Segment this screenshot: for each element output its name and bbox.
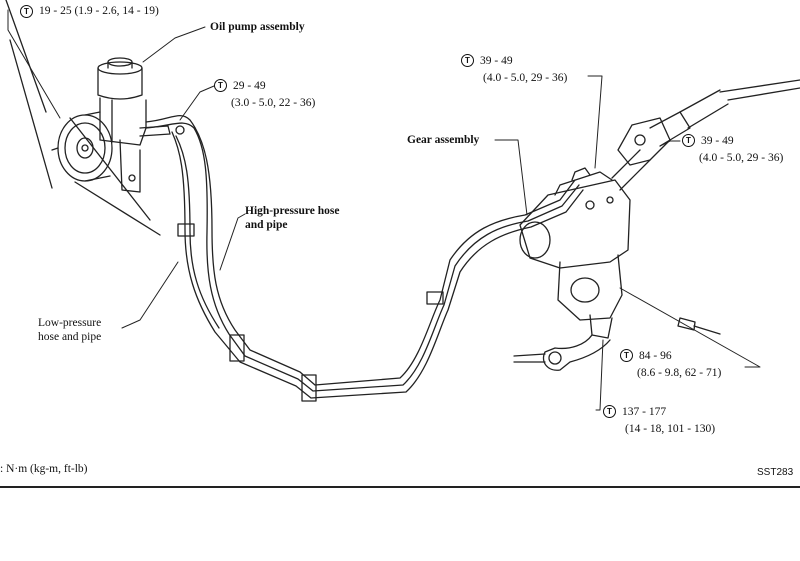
label-line: High-pressure hose xyxy=(245,205,340,217)
torque-steering-joint: T 39 - 49 (4.0 - 5.0, 29 - 36) xyxy=(682,133,783,165)
label-line: and pipe xyxy=(245,219,288,231)
oil-pump-assembly-label: Oil pump assembly xyxy=(210,21,305,33)
steering-column-shaft xyxy=(611,79,800,191)
torque-symbol-icon: T xyxy=(20,4,33,18)
oil-pump-assembly xyxy=(5,0,185,236)
high-pressure-hose-label: High-pressure hose and pipe xyxy=(245,204,339,232)
torque-symbol-icon: T xyxy=(682,134,695,147)
torque-value: 137 - 177 xyxy=(622,405,667,418)
torque-value: 29 - 49 xyxy=(233,79,266,92)
torque-value-alt: (3.0 - 5.0, 22 - 36) xyxy=(231,96,316,109)
torque-value: 19 - 25 (1.9 - 2.6, 14 - 19) xyxy=(39,5,159,17)
label-line: hose and pipe xyxy=(38,331,102,343)
torque-value: 84 - 96 xyxy=(639,349,672,362)
bottom-rule xyxy=(0,486,800,488)
torque-pitman-nut: T 137 - 177 (14 - 18, 101 - 130) xyxy=(603,404,715,436)
torque-symbol-icon: T xyxy=(214,79,227,92)
torque-symbol-icon: T xyxy=(603,405,616,418)
label-line: Low-pressure xyxy=(38,317,102,329)
torque-pitman-bolt: T 84 - 96 (8.6 - 9.8, 62 - 71) xyxy=(620,348,721,380)
torque-gear-fitting: T 39 - 49 (4.0 - 5.0, 29 - 36) xyxy=(461,53,567,85)
torque-oil-pump-bracket: T 19 - 25 (1.9 - 2.6, 14 - 19) xyxy=(20,4,159,18)
torque-value-alt: (4.0 - 5.0, 29 - 36) xyxy=(699,151,784,164)
low-pressure-hose-and-pipe xyxy=(171,131,584,399)
torque-value-alt: (14 - 18, 101 - 130) xyxy=(625,422,716,435)
torque-value-alt: (8.6 - 9.8, 62 - 71) xyxy=(637,366,722,379)
torque-symbol-icon: T xyxy=(461,54,474,67)
torque-value: 39 - 49 xyxy=(701,134,734,147)
low-pressure-hose-label: Low-pressure hose and pipe xyxy=(38,316,101,344)
figure-code: SST283 xyxy=(757,467,794,478)
torque-value-alt: (4.0 - 5.0, 29 - 36) xyxy=(483,71,568,84)
gear-assembly xyxy=(513,167,721,371)
torque-symbol-icon: T xyxy=(620,349,633,362)
torque-pump-fitting: T 29 - 49 (3.0 - 5.0, 22 - 36) xyxy=(214,78,315,110)
torque-value: 39 - 49 xyxy=(480,54,513,67)
high-pressure-hose-and-pipe xyxy=(145,115,580,392)
gear-assembly-label: Gear assembly xyxy=(407,134,480,146)
unit-note: : N·m (kg-m, ft-lb) xyxy=(0,463,88,475)
